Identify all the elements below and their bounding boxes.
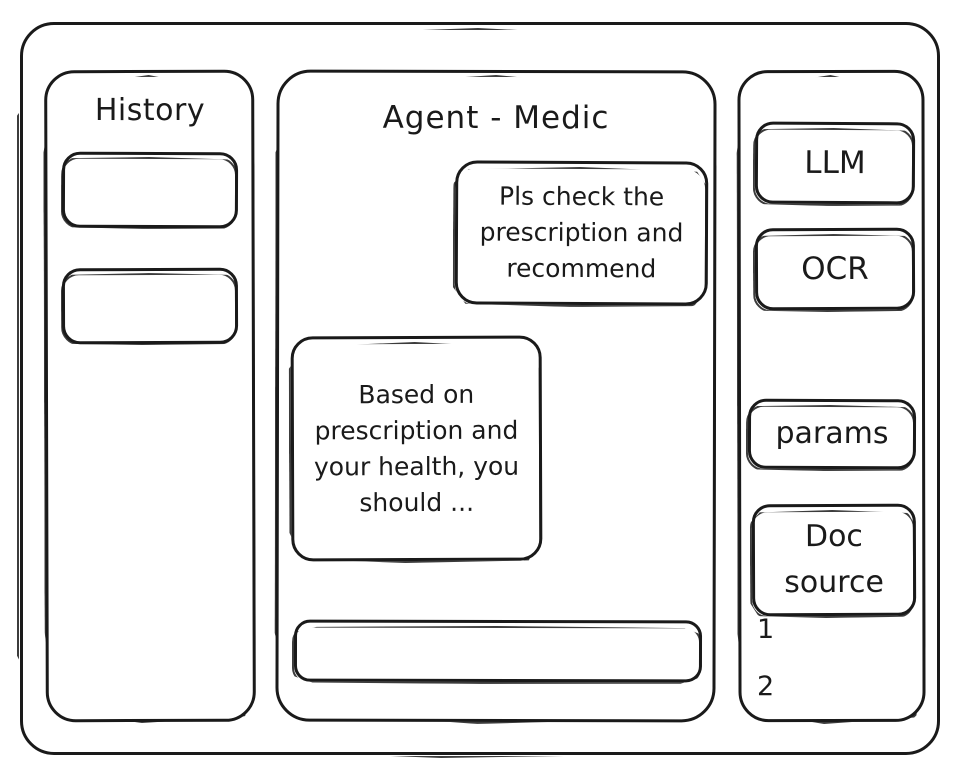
history-list-item[interactable] <box>61 151 239 229</box>
tool-button-params[interactable]: params <box>747 398 917 470</box>
agent-title: Agent - Medic <box>382 100 610 136</box>
chat-bubble-user: Pls check the prescription and recommend <box>454 160 709 306</box>
chat-bubble-agent: Based on prescription and your health, y… <box>290 335 543 562</box>
tool-button-llm[interactable]: LLM <box>754 121 916 205</box>
tool-button-doc-source[interactable]: Doc source <box>751 503 917 617</box>
tool-button-ocr[interactable]: OCR <box>754 227 916 311</box>
doc-source-item[interactable]: 2 <box>757 671 775 702</box>
history-list-item[interactable] <box>61 267 239 345</box>
message-input[interactable] <box>293 619 703 683</box>
doc-source-item[interactable]: 1 <box>757 614 775 645</box>
history-panel-title: History <box>94 93 206 128</box>
